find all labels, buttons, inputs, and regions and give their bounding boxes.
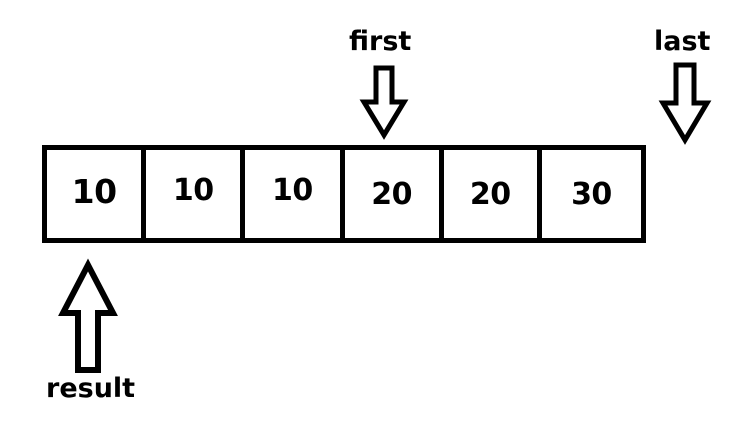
array-cell-4[interactable]: 20 <box>443 150 542 238</box>
pointer-label-last: last <box>654 26 711 57</box>
arrow-down-last-icon <box>658 62 712 145</box>
array-cell-1[interactable]: 10 <box>146 150 246 238</box>
array-cell-value: 20 <box>469 177 511 212</box>
array-cell-value: 30 <box>571 177 612 212</box>
array-cell-0[interactable]: 10 <box>47 150 147 238</box>
array-cell-value: 10 <box>172 173 214 208</box>
array-cell-value: 20 <box>371 177 412 212</box>
array-table: 10 10 10 20 20 30 <box>42 145 646 243</box>
arrow-up-result-icon <box>58 258 118 374</box>
array-cell-3[interactable]: 20 <box>344 150 444 238</box>
array-cell-5[interactable]: 30 <box>541 150 641 238</box>
pointer-label-result: result <box>46 373 136 404</box>
array-cell-2[interactable]: 10 <box>245 150 345 238</box>
array-cell-value: 10 <box>71 171 117 211</box>
arrow-down-first-icon <box>359 65 409 140</box>
array-cell-value: 10 <box>272 173 313 208</box>
pointer-label-first: first <box>349 26 412 57</box>
